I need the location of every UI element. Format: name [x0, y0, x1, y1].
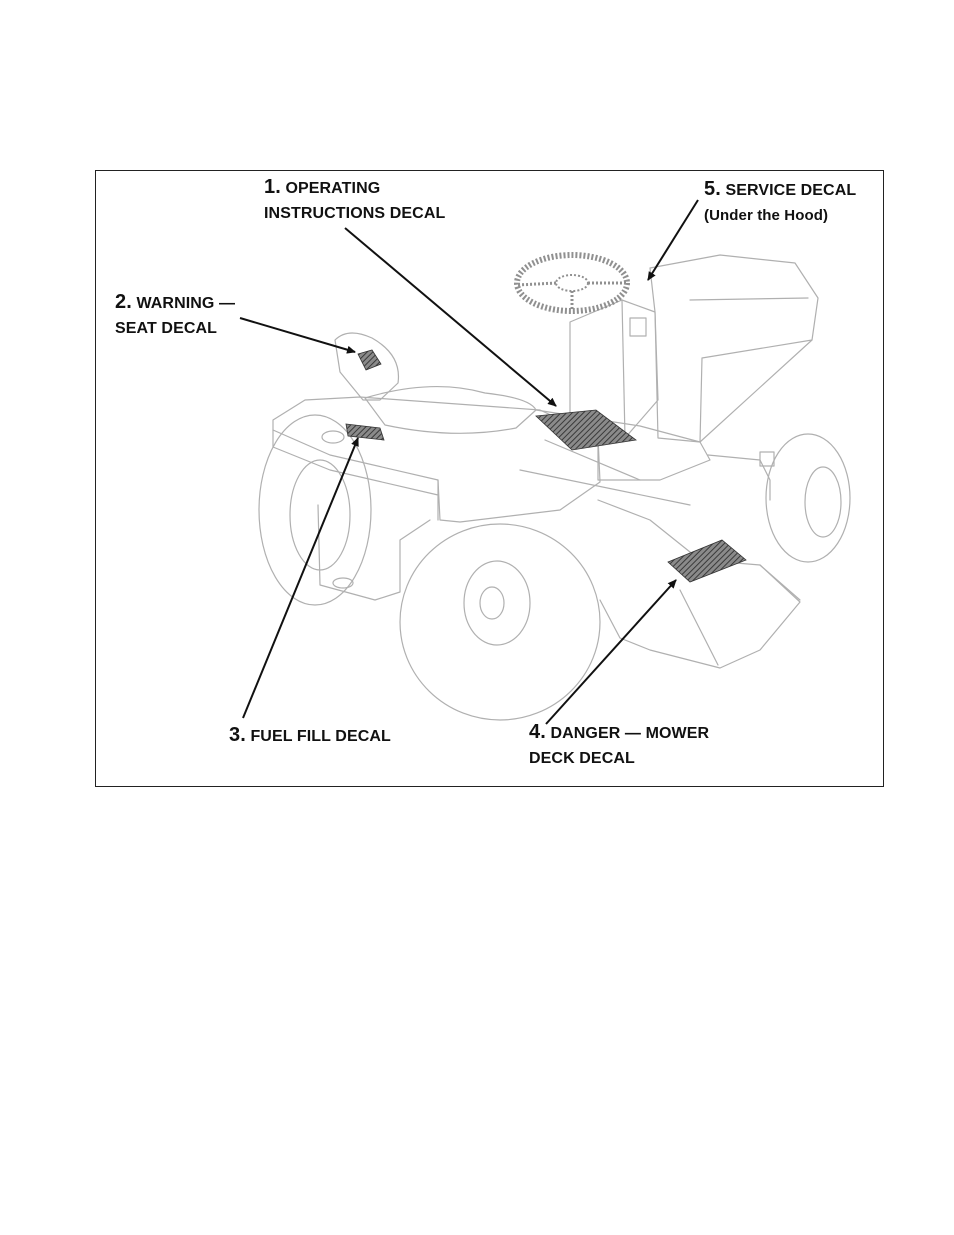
- rear-right-wheel: [400, 524, 600, 720]
- steering-wheel: [517, 255, 627, 311]
- leader-5: [648, 200, 698, 280]
- seat-cushion: [365, 387, 536, 434]
- callout-3-number: 3.: [229, 724, 246, 746]
- front-wheel-hub: [805, 467, 841, 537]
- callout-4-line2: DECK DECAL: [529, 746, 709, 771]
- seat-warning-decal: [358, 350, 381, 370]
- callout-1: 1. OPERATING INSTRUCTIONS DECAL: [264, 175, 445, 226]
- callout-4-line1: DANGER — MOWER: [550, 725, 709, 742]
- operating-instructions-decal: [536, 410, 636, 450]
- callout-5-line2: (Under the Hood): [704, 203, 856, 228]
- rear-left-wheel-inner: [290, 460, 350, 570]
- callout-1-line1: OPERATING: [285, 180, 380, 197]
- fuel-cap: [322, 431, 344, 443]
- callout-5: 5. SERVICE DECAL (Under the Hood): [704, 177, 856, 228]
- callout-3: 3. FUEL FILL DECAL: [229, 723, 391, 749]
- decals: [346, 350, 746, 582]
- callout-2-number: 2.: [115, 291, 132, 313]
- rear-right-hub-inner: [480, 587, 504, 619]
- callout-2-line2: SEAT DECAL: [115, 316, 235, 341]
- leader-2: [240, 318, 355, 352]
- callout-2-line1: WARNING —: [136, 295, 235, 312]
- callout-5-line1: SERVICE DECAL: [725, 182, 856, 199]
- callout-4: 4. DANGER — MOWER DECK DECAL: [529, 720, 709, 771]
- leader-1: [345, 228, 556, 406]
- rear-right-hub-outer: [464, 561, 530, 645]
- callout-2: 2. WARNING — SEAT DECAL: [115, 290, 235, 341]
- callout-4-number: 4.: [529, 721, 546, 743]
- hood: [650, 255, 818, 442]
- callout-5-number: 5.: [704, 178, 721, 200]
- mower-deck-decal: [668, 540, 746, 582]
- callout-1-line2: INSTRUCTIONS DECAL: [264, 201, 445, 226]
- callout-1-number: 1.: [264, 176, 281, 198]
- tractor-illustration: [259, 255, 850, 720]
- front-wheel: [766, 434, 850, 562]
- callout-3-line1: FUEL FILL DECAL: [250, 728, 390, 745]
- front-axle: [708, 455, 770, 500]
- rear-left-wheel: [259, 415, 371, 605]
